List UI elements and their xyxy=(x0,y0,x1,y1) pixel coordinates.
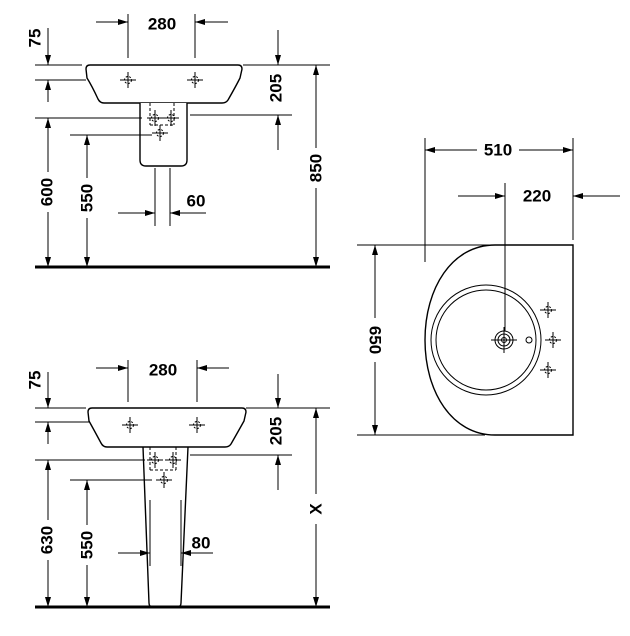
dimension-label: 80 xyxy=(192,534,211,553)
dimension-label: 205 xyxy=(267,74,286,102)
overflow-icon xyxy=(525,336,533,344)
dimension-label: 220 xyxy=(523,187,551,206)
top-view: 510 220 650 xyxy=(357,138,620,436)
dimension-label: 280 xyxy=(148,15,176,34)
front-view-upper: 280 75 205 850 600 550 60 xyxy=(26,14,330,269)
dimension-label: 280 xyxy=(149,361,177,380)
dimension-label: 650 xyxy=(366,326,385,354)
dimension-label: 75 xyxy=(26,371,45,390)
bowl-inner-outline xyxy=(435,289,537,391)
dimension-label: 205 xyxy=(267,417,286,445)
dimension-label: 75 xyxy=(26,29,45,48)
dimension-label: 550 xyxy=(78,184,97,212)
front-view-lower: 280 75 205 X 630 550 80 xyxy=(26,360,330,609)
dimension-label: 600 xyxy=(38,178,57,206)
drain-hidden-lines xyxy=(149,447,177,471)
dimension-label: X xyxy=(307,503,326,515)
dimension-label: 850 xyxy=(307,154,326,182)
dimension-label: 510 xyxy=(484,141,512,160)
dimension-label: 550 xyxy=(78,531,97,559)
basin-outline xyxy=(85,64,243,104)
basin-outline xyxy=(87,407,247,448)
dimension-label: 60 xyxy=(187,192,206,211)
drain-icon xyxy=(491,327,517,353)
dimension-label: 630 xyxy=(38,526,57,554)
bowl-outline xyxy=(430,284,542,396)
drain-hidden-lines xyxy=(149,103,175,126)
